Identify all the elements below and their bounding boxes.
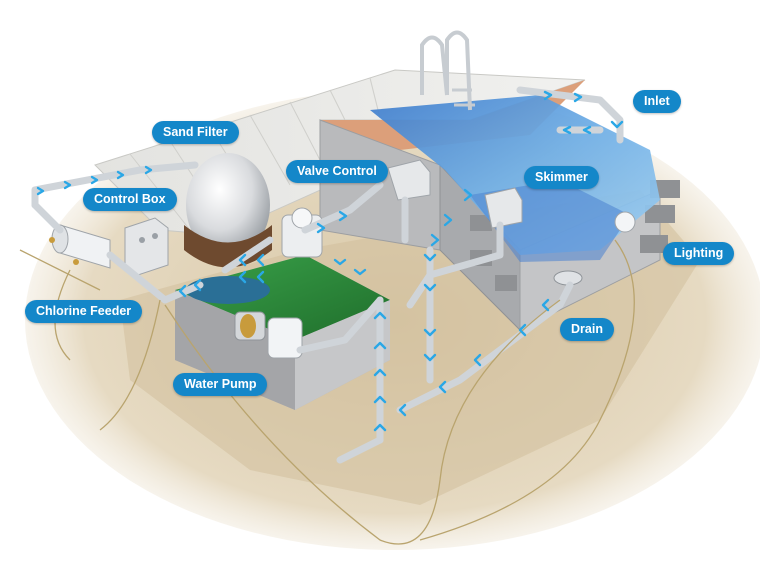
chlorine-feeder-unit [49, 224, 111, 269]
label-lighting: Lighting [663, 242, 735, 265]
label-control-box: Control Box [83, 188, 177, 211]
label-valve-control: Valve Control [286, 160, 388, 183]
label-skimmer: Skimmer [524, 166, 599, 189]
water-pump-unit [234, 311, 303, 359]
pool-light-fixture [614, 211, 636, 233]
pipe-network [31, 86, 624, 464]
label-chlorine-feeder: Chlorine Feeder [25, 300, 143, 323]
electrical-cables [19, 239, 635, 545]
label-inlet: Inlet [633, 90, 681, 113]
label-drain: Drain [560, 318, 614, 341]
control-box-unit [124, 217, 169, 276]
label-water-pump: Water Pump [173, 373, 268, 396]
skimmer-units [387, 159, 523, 229]
flow-arrows [36, 90, 624, 432]
label-sand-filter: Sand Filter [152, 121, 239, 144]
pool-ladder [420, 30, 475, 111]
valve-control-unit [281, 207, 323, 258]
